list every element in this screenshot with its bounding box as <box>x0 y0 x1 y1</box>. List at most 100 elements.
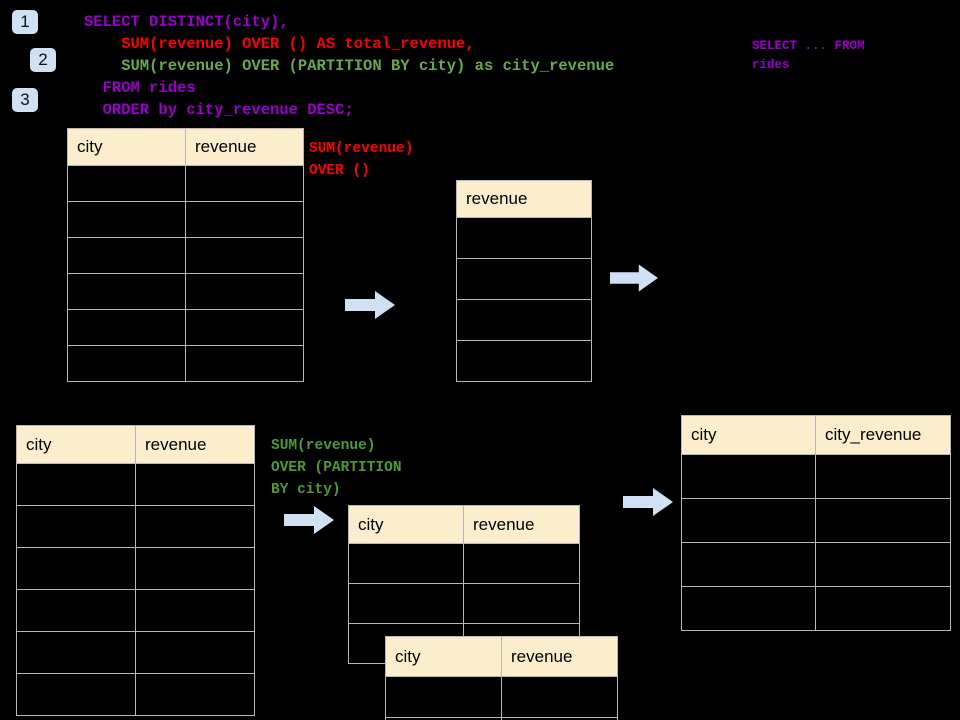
table-cell <box>67 309 186 346</box>
table-row <box>456 340 592 382</box>
annotation-sum-over-partition: SUM(revenue) OVER (PARTITION BY city) <box>271 438 402 498</box>
sidenote-select-from-rides: SELECT ... FROM rides <box>752 39 865 72</box>
table-header-row: city revenue <box>348 505 580 544</box>
table-row <box>16 547 255 590</box>
step-badge-3[interactable]: 3 <box>12 88 38 112</box>
sql-line-select: SELECT DISTINCT(city), <box>84 13 289 31</box>
table-cell <box>463 543 580 584</box>
column-header-city: city <box>16 425 136 464</box>
table-cell <box>67 165 186 202</box>
table-row <box>16 505 255 548</box>
column-header-city: city <box>67 128 186 166</box>
table-header-row: revenue <box>456 180 592 218</box>
table-row <box>348 583 580 624</box>
table-cell <box>456 340 592 382</box>
partition-table-front: city revenue <box>385 636 618 720</box>
table-cell <box>16 631 136 674</box>
column-header-revenue: revenue <box>456 180 592 218</box>
table-cell <box>185 165 304 202</box>
table-row <box>681 586 951 631</box>
table-cell <box>16 463 136 506</box>
table-row <box>16 631 255 674</box>
table-cell <box>67 237 186 274</box>
table-cell <box>681 498 816 543</box>
step-badge-1[interactable]: 1 <box>12 10 38 34</box>
table-cell <box>16 589 136 632</box>
table-cell <box>185 345 304 382</box>
arrow-partition-to-result <box>623 487 673 522</box>
table-cell <box>16 673 136 716</box>
table-row <box>681 454 951 499</box>
table-cell <box>16 505 136 548</box>
table-row <box>456 299 592 341</box>
table-header-row: city revenue <box>385 636 618 677</box>
table-row <box>16 673 255 716</box>
column-header-revenue: revenue <box>463 505 580 544</box>
table-cell <box>185 309 304 346</box>
table-cell <box>385 676 502 718</box>
table-cell <box>16 547 136 590</box>
table-row <box>385 676 618 718</box>
table-header-row: city revenue <box>67 128 304 166</box>
table-row <box>385 717 618 720</box>
arrow-source-to-partition <box>284 505 334 540</box>
table-row <box>67 237 304 274</box>
table-header-row: city revenue <box>16 425 255 464</box>
table-cell <box>135 463 255 506</box>
step-badge-2[interactable]: 2 <box>30 48 56 72</box>
sql-line-city-revenue: SUM(revenue) OVER (PARTITION BY city) as… <box>84 57 615 75</box>
sql-line-order-by: ORDER by city_revenue DESC; <box>84 101 354 119</box>
table-row <box>456 258 592 300</box>
rides-source-table-top: city revenue <box>67 128 304 382</box>
table-row <box>16 589 255 632</box>
table-row <box>67 309 304 346</box>
table-cell <box>815 498 951 543</box>
table-cell <box>456 217 592 259</box>
table-row <box>681 542 951 587</box>
sql-line-from: FROM rides <box>84 79 196 97</box>
table-row <box>348 543 580 584</box>
arrow-total-to-result <box>610 263 658 298</box>
arrow-source-to-total <box>345 290 395 325</box>
table-row <box>456 217 592 259</box>
table-cell <box>456 299 592 341</box>
table-row <box>67 273 304 310</box>
table-cell <box>501 717 618 720</box>
rides-source-table-bottom: city revenue <box>16 425 255 716</box>
table-cell <box>681 542 816 587</box>
result-table: city city_revenue <box>681 415 951 631</box>
column-header-city: city <box>348 505 464 544</box>
column-header-city: city <box>681 415 816 455</box>
column-header-revenue: revenue <box>185 128 304 166</box>
column-header-revenue: revenue <box>135 425 255 464</box>
table-cell <box>681 586 816 631</box>
table-cell <box>815 454 951 499</box>
table-row <box>67 345 304 382</box>
table-cell <box>185 201 304 238</box>
table-cell <box>185 273 304 310</box>
table-cell <box>681 454 816 499</box>
table-cell <box>135 589 255 632</box>
table-cell <box>135 631 255 674</box>
annotation-sum-over-empty: SUM(revenue) OVER () <box>309 141 414 179</box>
table-row <box>67 201 304 238</box>
table-cell <box>456 258 592 300</box>
column-header-revenue: revenue <box>501 636 618 677</box>
table-cell <box>185 237 304 274</box>
table-cell <box>135 505 255 548</box>
table-row <box>67 165 304 202</box>
table-row <box>16 463 255 506</box>
table-cell <box>348 583 464 624</box>
table-cell <box>67 201 186 238</box>
table-row <box>681 498 951 543</box>
table-header-row: city city_revenue <box>681 415 951 455</box>
table-cell <box>815 542 951 587</box>
total-revenue-table: revenue <box>456 180 592 382</box>
column-header-city: city <box>385 636 502 677</box>
table-cell <box>463 583 580 624</box>
table-cell <box>135 673 255 716</box>
column-header-city-revenue: city_revenue <box>815 415 951 455</box>
table-cell <box>501 676 618 718</box>
table-cell <box>135 547 255 590</box>
table-cell <box>67 345 186 382</box>
